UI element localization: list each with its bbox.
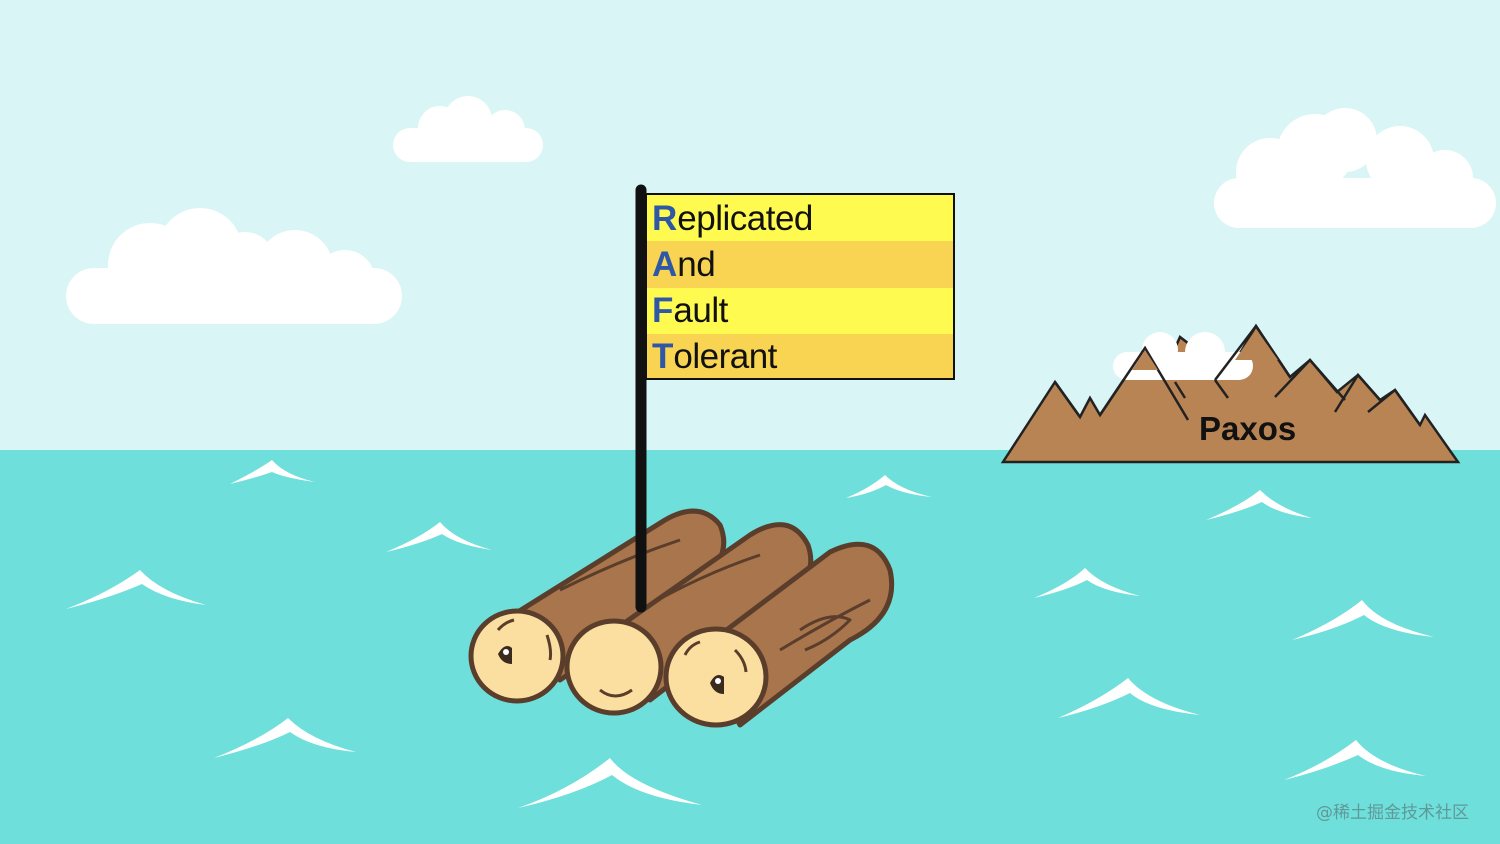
cloud-icon	[1214, 108, 1496, 228]
flag-word: ault	[673, 291, 728, 331]
paxos-island-icon	[1000, 323, 1461, 464]
paxos-label: Paxos	[1199, 410, 1297, 447]
flag-initial: T	[652, 337, 674, 377]
flag-initial: R	[652, 198, 678, 238]
flag-initial: A	[652, 244, 678, 284]
cloud-icon	[393, 96, 543, 162]
log-raft-icon	[468, 508, 895, 728]
flag-word: olerant	[673, 337, 777, 377]
wave-icons	[66, 460, 1434, 808]
flag-word: eplicated	[677, 198, 813, 238]
cloud-icon	[66, 208, 402, 324]
flag-initial: F	[652, 291, 674, 331]
watermark: @稀土掘金技术社区	[1316, 803, 1469, 823]
flag-word: nd	[677, 244, 716, 284]
